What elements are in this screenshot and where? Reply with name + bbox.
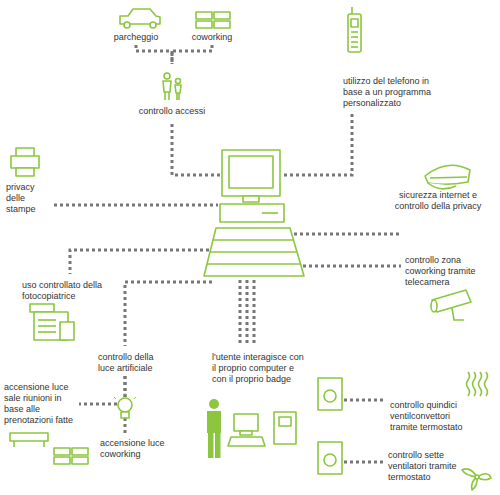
- node-label: controllo zona coworking tramite telecam…: [405, 255, 493, 288]
- node-label: privacy delle stampe: [6, 182, 48, 215]
- badge-icon: [274, 412, 296, 444]
- node-label: coworking: [185, 32, 239, 43]
- label-text: utilizzo del telefono in base a un progr…: [343, 76, 445, 109]
- label-text: controllo zona coworking tramite telecam…: [405, 255, 493, 288]
- copier-icon: [30, 304, 74, 340]
- dotted-connector: [136, 45, 172, 64]
- thermostat-icon: [318, 378, 342, 410]
- node-label: controllo accessi: [128, 66, 216, 117]
- police-hat-icon: [425, 165, 470, 189]
- leader-lines: [54, 114, 401, 462]
- label-text: privacy delle stampe: [6, 182, 48, 215]
- label-text: controllo accessi: [128, 106, 216, 117]
- user-computer-icon: [228, 414, 265, 446]
- node-label: utilizzo del telefono in base a un progr…: [343, 76, 445, 109]
- dotted-connector: [79, 376, 125, 404]
- node-label: parcheggio: [108, 32, 164, 43]
- node-label: controllo quindici ventilconvettori tram…: [390, 400, 472, 433]
- desks-icon: [196, 12, 230, 28]
- label-text: sicurezza internet e controllo della pri…: [382, 190, 494, 212]
- node-label: uso controllato della fotocopiatrice: [22, 280, 122, 302]
- label-text: coworking: [185, 32, 239, 43]
- label-text: controllo della luce artificiale: [98, 352, 154, 374]
- phone-icon: [348, 7, 361, 52]
- car-icon: [120, 9, 160, 28]
- label-text: l'utente interagisce con il proprio comp…: [212, 352, 308, 385]
- label-text: uso controllato della fotocopiatrice: [22, 280, 122, 302]
- node-label: accensione luce coworking: [100, 438, 168, 460]
- user-figure: [207, 399, 221, 458]
- bulb-icon: [114, 393, 136, 418]
- node-label: l'utente interagisce con il proprio comp…: [212, 352, 308, 385]
- node-label: sicurezza internet e controllo della pri…: [382, 190, 494, 212]
- node-label: accensione luce sale riunioni in base al…: [4, 382, 76, 426]
- label-text: accensione luce coworking: [100, 438, 168, 460]
- label-text: parcheggio: [108, 32, 164, 43]
- radiator-icon: [467, 372, 488, 396]
- thermostat-icon: [318, 442, 342, 474]
- node-label: controllo sette ventilatori tramite term…: [388, 450, 474, 483]
- dotted-connector: [172, 45, 212, 64]
- desks-icon: [54, 448, 88, 464]
- label-text: accensione luce sale riunioni in base al…: [4, 382, 76, 426]
- computer-icon: [204, 150, 304, 276]
- node-label: controllo della luce artificiale: [98, 352, 154, 374]
- label-text: controllo quindici ventilconvettori tram…: [390, 400, 472, 433]
- camera-icon: [431, 290, 471, 320]
- fan-icon: [462, 469, 491, 490]
- meeting-table-icon: [10, 433, 48, 447]
- printer-icon: [11, 148, 39, 176]
- people-icon: [163, 73, 181, 100]
- label-text: controllo sette ventilatori tramite term…: [388, 450, 474, 483]
